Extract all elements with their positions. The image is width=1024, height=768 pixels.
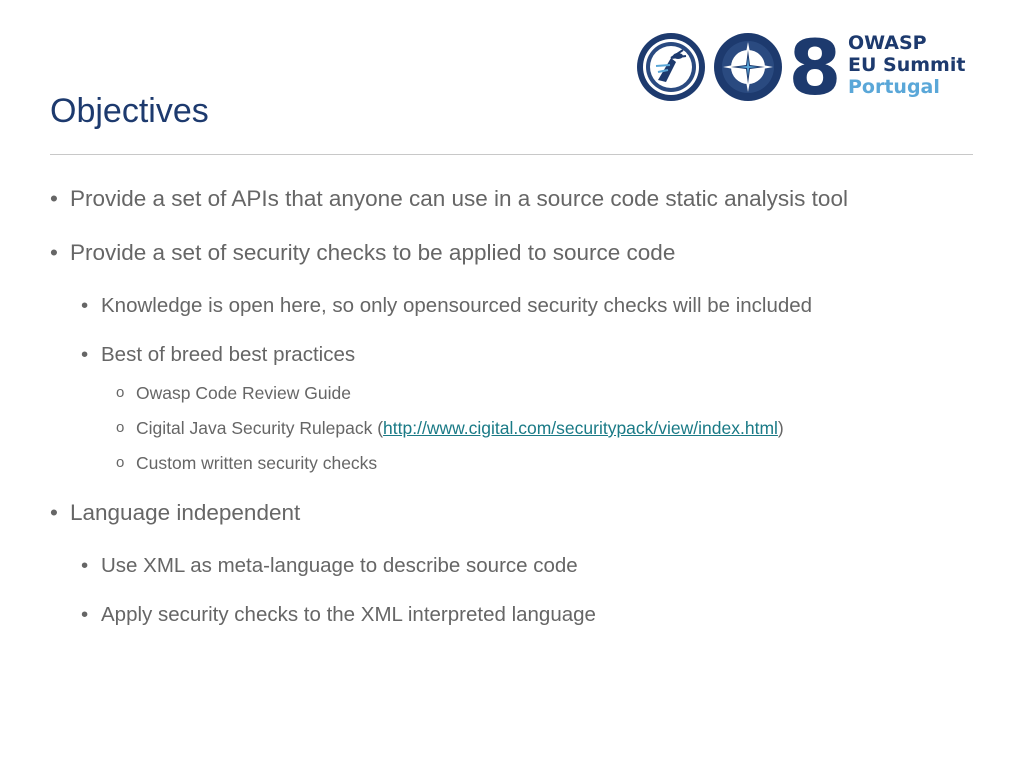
summit-number-icon: 8 [789, 30, 842, 104]
bullet-text-prefix: Cigital Java Security Rulepack ( [136, 418, 384, 438]
bullet-marker: o [116, 384, 125, 401]
list-item: • Knowledge is open here, so only openso… [50, 294, 990, 318]
slide-title: Objectives [50, 92, 209, 130]
logo-line-eu-summit: EU Summit [848, 54, 966, 76]
bullet-marker: o [116, 419, 125, 436]
list-item: o Custom written security checks [50, 453, 990, 474]
bullet-text: Custom written security checks [136, 453, 378, 473]
bullet-marker: • [81, 603, 89, 626]
bullet-marker: • [81, 294, 89, 317]
list-item: o Owasp Code Review Guide [50, 383, 990, 404]
wasp-icon [637, 33, 705, 101]
rulepack-link[interactable]: http://www.cigital.com/securitypack/view… [383, 418, 778, 438]
bullet-text: Best of breed best practices [101, 343, 356, 366]
list-item: • Use XML as meta-language to describe s… [50, 554, 990, 578]
bullet-text: Knowledge is open here, so only opensour… [101, 294, 813, 317]
title-divider [50, 154, 973, 155]
bullet-marker: • [50, 186, 58, 211]
logo-line-portugal: Portugal [848, 76, 940, 98]
bullet-marker: • [50, 500, 58, 525]
compass-icon [714, 33, 782, 101]
bullet-text: Language independent [70, 500, 301, 525]
list-item: • Provide a set of APIs that anyone can … [50, 186, 990, 212]
bullet-marker: • [81, 343, 89, 366]
list-item: • Best of breed best practices [50, 343, 990, 367]
list-item: o Cigital Java Security Rulepack (http:/… [50, 418, 990, 439]
bullet-text: Use XML as meta-language to describe sou… [101, 554, 578, 577]
summit-number: 8 [789, 30, 842, 104]
bullet-text-suffix: ) [777, 418, 784, 438]
bullet-text: Provide a set of APIs that anyone can us… [70, 186, 848, 211]
bullet-text: Apply security checks to the XML interpr… [101, 603, 596, 626]
bullet-text: Provide a set of security checks to be a… [70, 240, 676, 265]
bullet-marker: • [50, 240, 58, 265]
bullet-text: Owasp Code Review Guide [136, 383, 351, 403]
bullet-marker: o [116, 454, 125, 471]
list-item: • Apply security checks to the XML inter… [50, 603, 990, 627]
bullet-marker: • [81, 554, 89, 577]
bullet-list: • Provide a set of APIs that anyone can … [50, 186, 990, 652]
list-item: • Language independent [50, 500, 990, 526]
list-item: • Provide a set of security checks to be… [50, 240, 990, 266]
logo-wordmark: OWASP EU Summit Portugal [848, 32, 965, 98]
owasp-eu-summit-logo: 8 OWASP EU Summit Portugal [636, 28, 981, 106]
logo-line-owasp: OWASP [848, 32, 927, 54]
